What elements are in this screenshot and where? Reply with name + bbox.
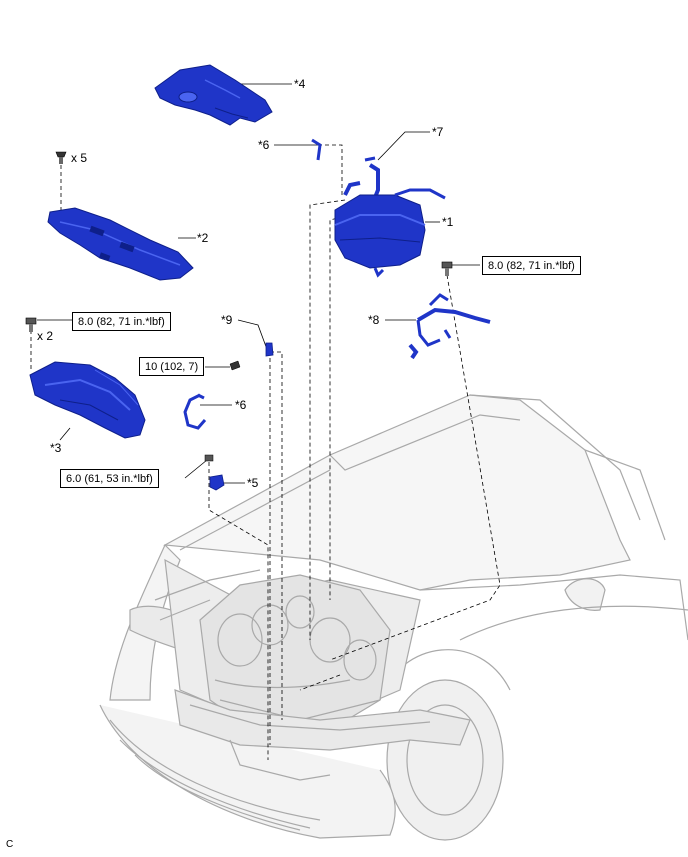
bolt-5-icon — [204, 454, 214, 462]
callout-7: *7 — [432, 125, 444, 139]
callout-8: *8 — [368, 313, 380, 327]
air-inlet-part — [29, 361, 146, 439]
nut-icon — [229, 360, 241, 371]
leader-lines — [37, 83, 480, 484]
callout-5: *5 — [247, 476, 259, 490]
harness-8-part — [408, 293, 491, 360]
vehicle-illustration — [99, 394, 688, 841]
figure-code: C — [6, 839, 14, 850]
callout-9: *9 — [221, 313, 233, 327]
bolt-8-icon — [441, 261, 453, 276]
cowl-panel-part — [47, 207, 194, 281]
quantity-x2: x 2 — [37, 329, 54, 343]
callout-6-mid: *6 — [235, 398, 247, 412]
bolt-icon — [25, 317, 37, 332]
engine-cover-part — [154, 64, 273, 126]
callout-3: *3 — [50, 441, 62, 455]
callout-6-top: *6 — [258, 138, 270, 152]
torque-spec-box: 8.0 (82, 71 in.*lbf) — [72, 312, 171, 331]
bracket-9-part — [265, 342, 274, 357]
assembly-guide-lines — [30, 144, 501, 760]
hose-top-part — [311, 138, 322, 161]
callout-1: *1 — [442, 215, 454, 229]
torque-spec-box: 8.0 (82, 71 in.*lbf) — [482, 256, 581, 275]
air-cleaner-part — [334, 181, 446, 278]
callout-4: *4 — [294, 77, 306, 91]
screw-icon — [55, 151, 67, 164]
callout-2: *2 — [197, 231, 209, 245]
bracket-5-part — [209, 474, 225, 491]
torque-spec-box: 6.0 (61, 53 in.*lbf) — [60, 469, 159, 488]
torque-spec-box: 10 (102, 7) — [139, 357, 205, 376]
hose-mid-part — [183, 393, 207, 430]
quantity-x5: x 5 — [71, 151, 88, 165]
